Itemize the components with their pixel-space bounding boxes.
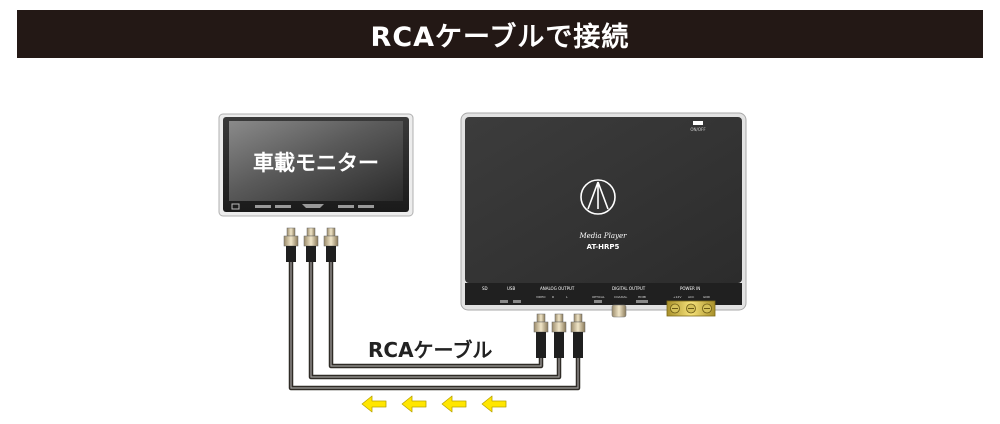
header-banner: RCAケーブルで接続	[17, 10, 983, 58]
monitor-button	[358, 205, 374, 208]
left-arrow-icon	[361, 395, 387, 413]
left-arrow-icon	[481, 395, 507, 413]
rca-plug-monitor-side	[283, 227, 299, 262]
page-title: RCAケーブルで接続	[370, 21, 630, 53]
media-player: ON/OFF Media Player AT-HRP5 SD USB ANALO…	[460, 112, 747, 318]
monitor-button	[338, 205, 354, 208]
left-arrow-icon	[401, 395, 427, 413]
left-arrow-icon	[441, 395, 467, 413]
rca-plug-player-side	[551, 313, 567, 358]
port-sub-label: HDMI	[638, 295, 646, 299]
rca-plug-monitor-side	[323, 227, 339, 262]
port-sub-label: ACC	[688, 295, 694, 299]
monitor-button	[275, 205, 291, 208]
port-label-analog-output: ANALOG OUTPUT	[540, 286, 575, 291]
monitor-eject-icon	[302, 204, 324, 208]
power-button-icon	[693, 121, 703, 125]
optical-port	[594, 300, 602, 303]
port-sub-label: +12V	[673, 295, 682, 299]
brand-logo-icon	[580, 179, 616, 215]
coaxial-jack	[611, 304, 627, 318]
hdmi-port	[636, 300, 648, 303]
rca-plug-player-side	[533, 313, 549, 358]
monitor-button	[255, 205, 271, 208]
port-label-power-in: POWER IN	[680, 286, 700, 291]
cable-label: RCAケーブル	[368, 338, 492, 362]
usb-port	[500, 300, 508, 303]
rca-plug-monitor-side	[303, 227, 319, 262]
power-button-label: ON/OFF	[690, 127, 706, 132]
power-terminal-block	[666, 300, 716, 317]
port-sub-label: OPTICAL	[592, 295, 605, 299]
port-label-usb: USB	[507, 286, 515, 291]
port-sub-label: L	[566, 295, 568, 299]
signal-direction-arrows	[361, 395, 507, 413]
port-sub-label: VIDEO	[536, 295, 546, 299]
port-sub-label: GND	[703, 295, 711, 299]
port-label-digital-output: DIGITAL OUTPUT	[612, 286, 646, 291]
monitor-label: 車載モニター	[253, 151, 379, 175]
usb-port	[513, 300, 521, 303]
port-sub-label: R	[552, 295, 554, 299]
model-name: AT-HRP5	[587, 243, 620, 251]
port-label-sd: SD	[482, 286, 488, 291]
product-name: Media Player	[579, 232, 628, 240]
rca-plug-player-side	[570, 313, 586, 358]
car-monitor: 車載モニター	[218, 113, 414, 217]
monitor-screen	[229, 121, 403, 201]
port-sub-label: COAXIAL	[614, 295, 627, 299]
